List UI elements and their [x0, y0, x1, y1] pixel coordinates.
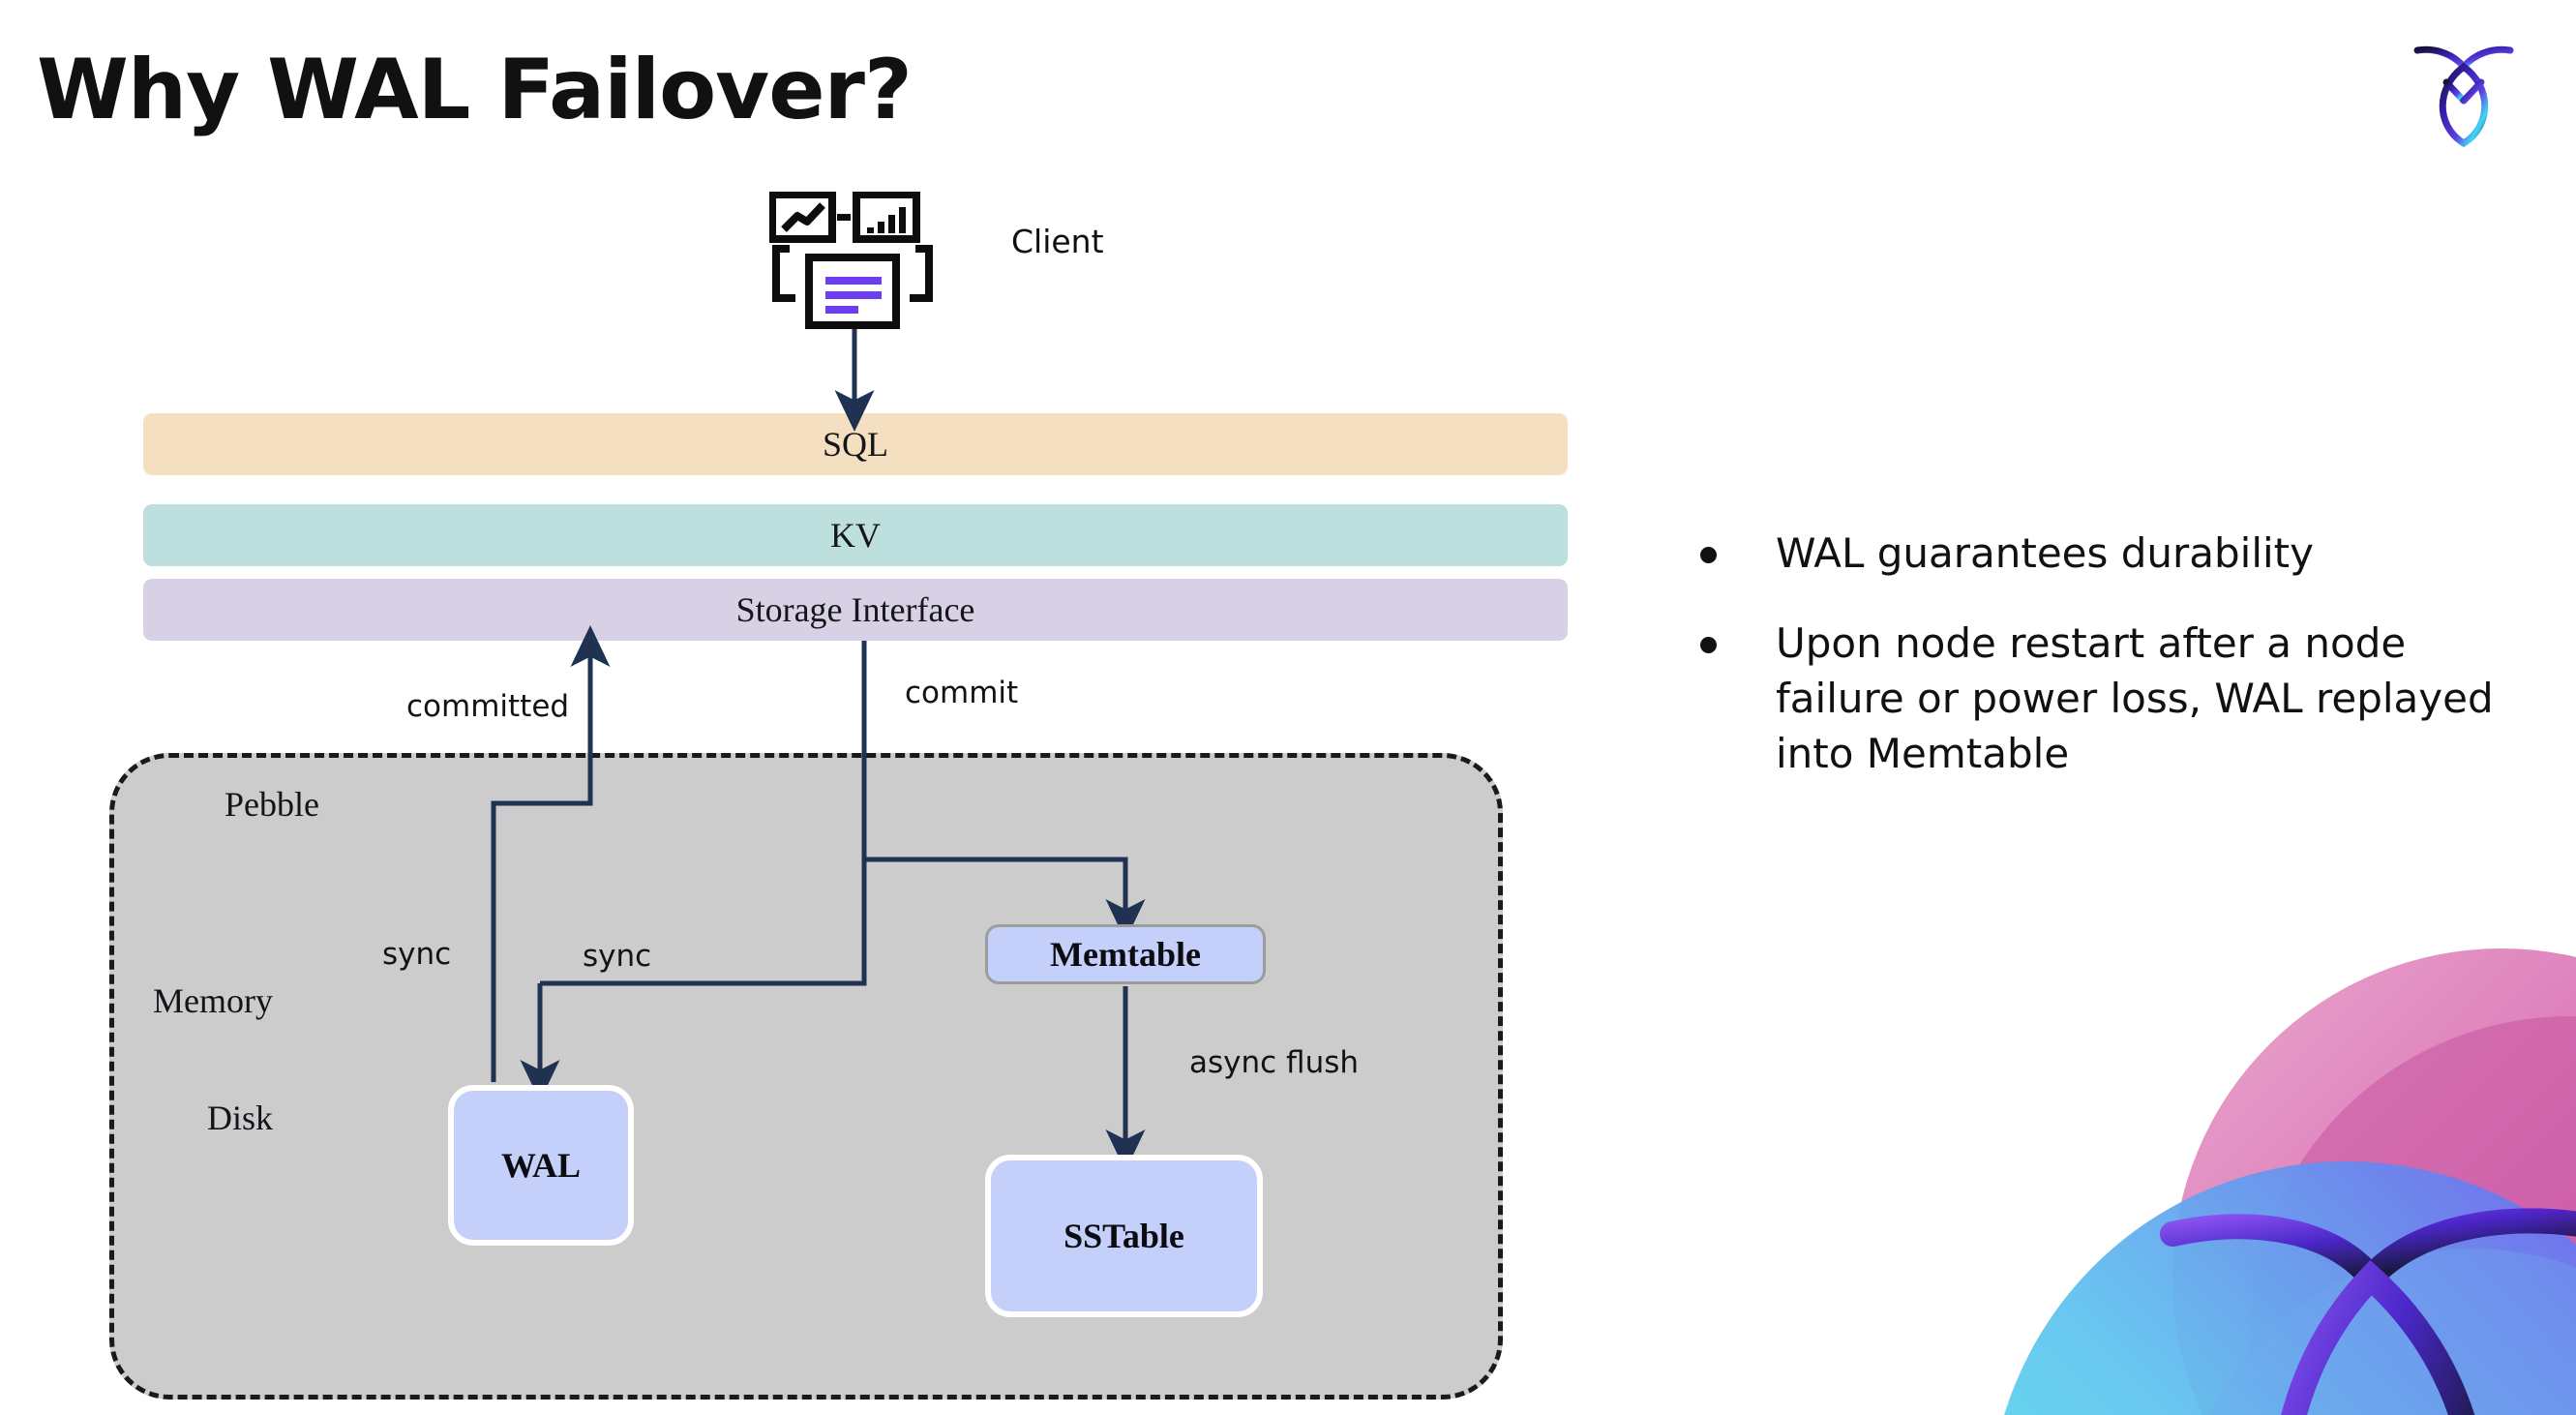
client-label: Client	[1011, 223, 1104, 260]
layer-bar-storage-interface-label: Storage Interface	[735, 590, 975, 629]
client-dashboard-icon	[768, 191, 936, 329]
page-title: Why WAL Failover?	[37, 42, 913, 138]
node-sstable: SSTable	[985, 1155, 1263, 1317]
layer-bar-sql-label: SQL	[822, 425, 888, 464]
bullet-dot-icon	[1700, 547, 1717, 563]
layer-bar-kv-label: KV	[830, 516, 881, 555]
edge-label-commit: commit	[905, 676, 1019, 710]
layer-bar-kv: KV	[143, 504, 1568, 566]
bullet-list: WAL guarantees durability Upon node rest…	[1700, 526, 2503, 816]
node-memtable: Memtable	[985, 924, 1266, 984]
node-wal-label: WAL	[500, 1146, 582, 1185]
pebble-label: Pebble	[225, 785, 319, 824]
memory-label: Memory	[153, 981, 273, 1020]
layer-bar-sql: SQL	[143, 413, 1568, 475]
node-wal: WAL	[448, 1085, 634, 1246]
list-item: Upon node restart after a node failure o…	[1700, 616, 2503, 781]
edge-label-committed: committed	[406, 689, 570, 724]
disk-label: Disk	[207, 1099, 274, 1137]
cockroachdb-logo-icon	[2407, 31, 2521, 148]
edge-label-sync-a: sync	[382, 937, 452, 972]
bullet-text: Upon node restart after a node failure o…	[1776, 619, 2494, 778]
bullet-dot-icon	[1700, 637, 1717, 654]
cockroachdb-gradient-circles-decoration	[1931, 919, 2576, 1415]
edge-label-async-flush: async flush	[1189, 1045, 1360, 1080]
layer-bar-storage-interface: Storage Interface	[143, 579, 1568, 641]
bullet-text: WAL guarantees durability	[1776, 529, 2315, 577]
node-memtable-label: Memtable	[1050, 935, 1201, 974]
node-sstable-label: SSTable	[1063, 1217, 1184, 1255]
list-item: WAL guarantees durability	[1700, 526, 2503, 581]
edge-label-sync-b: sync	[583, 939, 652, 974]
